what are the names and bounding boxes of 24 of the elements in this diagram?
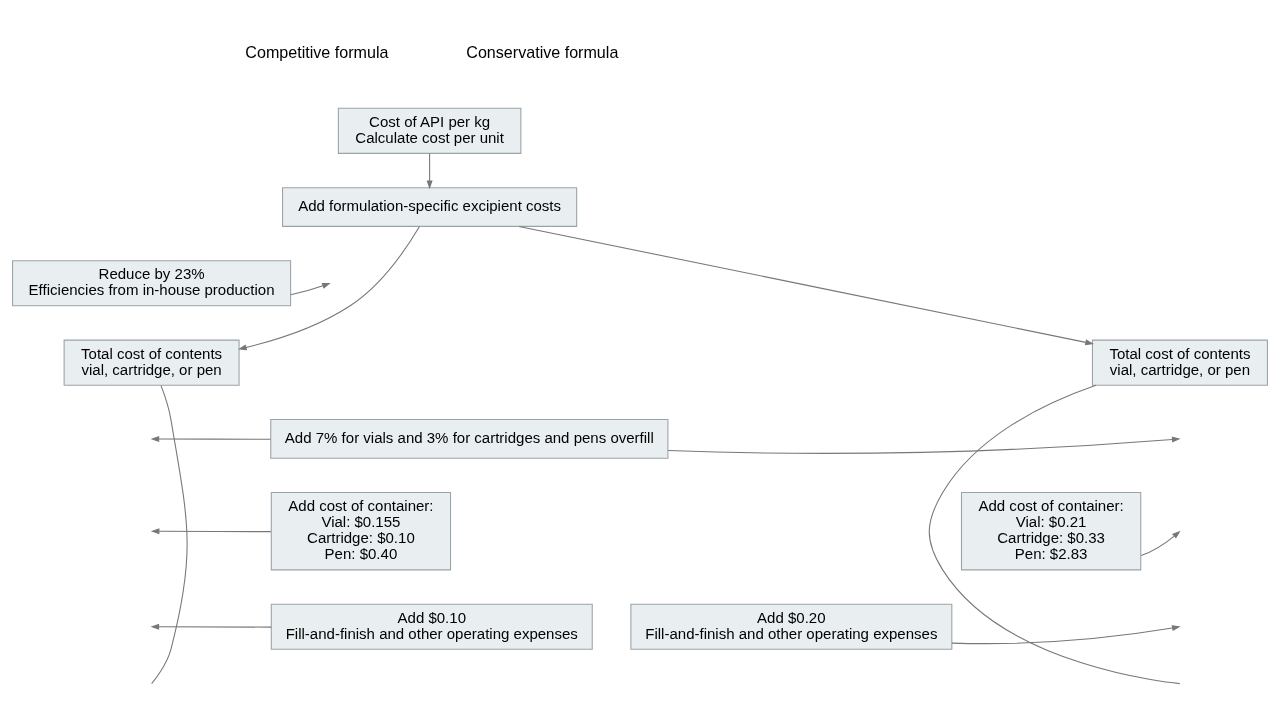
node-box: Add 7% for vials and 3% for cartridges and pens overfill <box>270 419 669 459</box>
arrow <box>426 153 433 190</box>
node-box: Add $0.20 Fill-and-finish and other operating expenses <box>630 603 953 650</box>
arrow <box>1140 530 1181 557</box>
label: Competitive formula <box>245 43 389 62</box>
node-box: Add formulation-specific excipient costs <box>282 187 578 227</box>
label: Conservative formula <box>466 43 619 62</box>
arrow <box>238 225 421 351</box>
arrow <box>150 435 272 442</box>
arrow <box>951 625 1181 645</box>
node-box: Add cost of container: Vial: $0.155 Cartridge: $0.10 Pen: $0.40 <box>270 492 452 571</box>
arrow <box>667 436 1181 454</box>
arrow <box>150 623 272 630</box>
node-box: Reduce by 23% Efficiencies from in-house production <box>12 260 292 307</box>
node-box: Total cost of contents vial, cartridge, or pen <box>1091 339 1268 386</box>
arrow <box>518 225 1094 346</box>
arrow <box>150 528 272 535</box>
node-box: Add $0.10 Fill-and-finish and other operating expenses <box>270 603 593 650</box>
connector <box>151 385 188 685</box>
arrow <box>290 282 331 296</box>
node-box: Total cost of contents vial, cartridge, or pen <box>63 339 240 386</box>
node-box: Add cost of container: Vial: $0.21 Cartridge: $0.33 Pen: $2.83 <box>960 492 1142 571</box>
node-box: Cost of API per kg Calculate cost per unit <box>337 107 522 154</box>
connector <box>928 384 1181 685</box>
